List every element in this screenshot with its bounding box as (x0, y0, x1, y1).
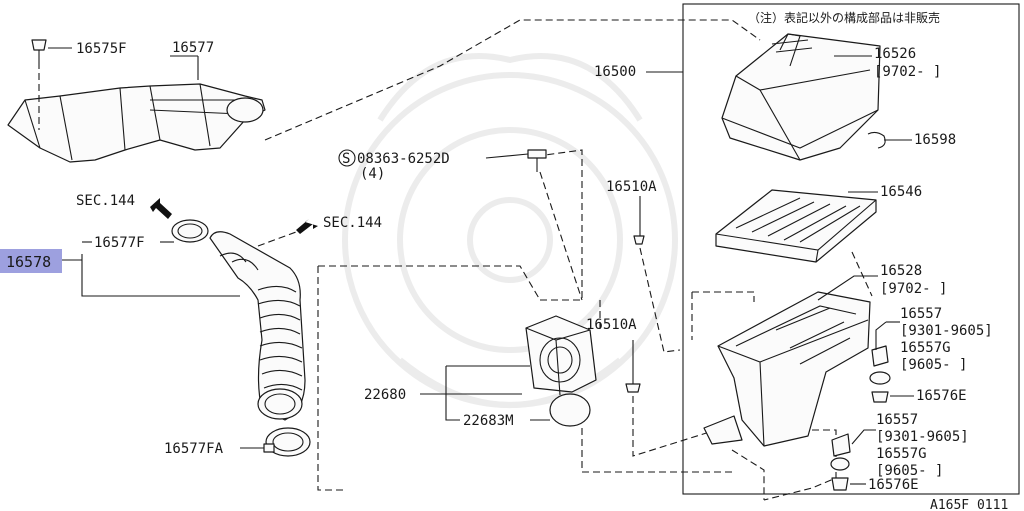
label-16557-b-date: [9301-9605] (876, 429, 969, 445)
clip-16598 (867, 131, 886, 149)
label-bolt-number: 08363-6252D (357, 151, 450, 167)
label-16557G-a: 16557G (900, 340, 951, 356)
watermark-emblem (342, 53, 678, 408)
label-16557-a: 16557 (900, 306, 942, 322)
label-16577: 16577 (172, 40, 214, 56)
label-16500: 16500 (594, 64, 636, 80)
label-16510A-top: 16510A (606, 179, 657, 195)
label-16557-a-date: [9301-9605] (900, 323, 993, 339)
label-sec144-left[interactable]: SEC.144 (76, 193, 135, 209)
label-16557G-b-date: [9605- ] (876, 463, 943, 479)
label-16557-b: 16557 (876, 412, 918, 428)
label-sec144-right[interactable]: SEC.144 (323, 215, 382, 231)
label-16575F: 16575F (76, 41, 127, 57)
label-16598: 16598 (914, 132, 956, 148)
not-for-sale-note: （注）表記以外の構成部品は非販売 (748, 10, 940, 25)
clamp-16577FA (263, 427, 311, 457)
seal-22683M (549, 393, 591, 427)
bolt-symbol (338, 149, 356, 167)
mount-16557-b (830, 433, 851, 491)
bolt-08363-6252D (527, 149, 547, 172)
arrow-sec144-right (296, 219, 318, 234)
label-16528: 16528 (880, 263, 922, 279)
label-22680: 22680 (364, 387, 406, 403)
highlight-part-number[interactable]: 16578 (6, 253, 51, 271)
label-16557G-b: 16557G (876, 446, 927, 462)
label-16576E-a: 16576E (916, 388, 967, 404)
arrow-sec144-left (150, 198, 172, 219)
highlight-box[interactable] (0, 249, 62, 273)
hose-16578 (209, 231, 306, 421)
label-16526: 16526 (874, 46, 916, 62)
label-22683M: 22683M (463, 413, 514, 429)
diagram-code: A165F 0111 (930, 498, 1008, 511)
airflow-meter-22680 (525, 315, 597, 396)
label-16526-date: [9702- ] (874, 64, 941, 80)
label-16510A-mid: 16510A (586, 317, 637, 333)
duct-16577 (7, 83, 266, 163)
air-cleaner-body-16528 (703, 291, 871, 447)
label-16528-date: [9702- ] (880, 281, 947, 297)
label-16577F: 16577F (94, 235, 145, 251)
assembly-frame (682, 3, 1020, 495)
mount-16557-a (869, 345, 891, 403)
label-16557G-a-date: [9605- ] (900, 357, 967, 373)
grommet-16510A-mid (625, 383, 641, 393)
label-16546: 16546 (880, 184, 922, 200)
filter-16546 (715, 189, 877, 263)
grommet-16510A-top (633, 235, 645, 245)
clip-16575F (31, 39, 47, 62)
label-bolt-qty: (4) (360, 166, 385, 182)
label-16577FA: 16577FA (164, 441, 224, 457)
bolt-symbol-letter: S (342, 151, 350, 167)
cover-16526 (721, 33, 881, 161)
clamp-16577F (171, 219, 209, 243)
label-16576E-b: 16576E (868, 477, 919, 493)
